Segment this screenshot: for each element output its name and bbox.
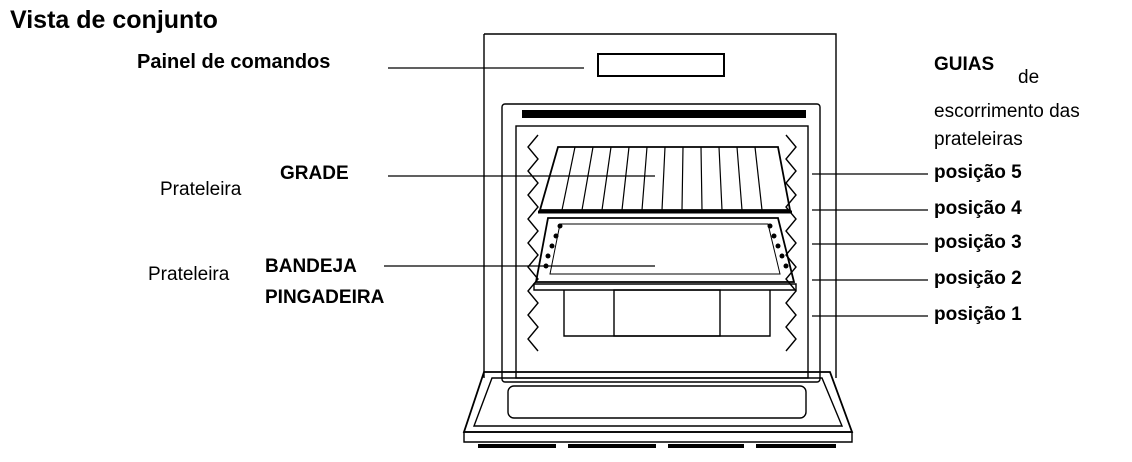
label-bandeja: BANDEJA (265, 256, 357, 277)
label-guias: GUIAS (934, 54, 995, 75)
label-prateleiras: prateleiras (934, 129, 1023, 150)
oven-cavity-frame (501, 103, 821, 383)
bandeja-tray (534, 217, 796, 283)
label-guias-de: de (1018, 67, 1040, 88)
label-posicao-3: posição 3 (934, 232, 1022, 253)
right-side-rails (785, 134, 797, 352)
label-pingadeira: PINGADEIRA (265, 287, 385, 308)
oven-door-inner (472, 377, 844, 427)
oven-door-window (507, 385, 807, 419)
label-posicao-1: posição 1 (934, 304, 1022, 325)
oven-cabinet (483, 33, 837, 378)
back-panel-plate (613, 289, 721, 337)
bandeja-tray-rim (533, 283, 797, 291)
label-posicao-5: posição 5 (934, 162, 1022, 183)
label-prateleira-bandeja-small: Prateleira (148, 264, 230, 285)
grade-rack-wires (561, 146, 763, 211)
leader-lines (384, 67, 928, 317)
label-painel-de-comandos: Painel de comandos (137, 51, 331, 73)
label-posicao-2: posição 2 (934, 268, 1022, 289)
label-prateleira-grade-small: Prateleira (160, 179, 242, 200)
control-panel-display (597, 53, 725, 77)
page-title: Vista de conjunto (10, 6, 218, 34)
oven-door-bottom (463, 431, 853, 443)
oven-cavity (515, 125, 809, 379)
grade-rack-frame (538, 146, 792, 211)
oven-door (462, 371, 854, 433)
label-escorrimento: escorrimento das (934, 101, 1080, 122)
left-side-rails (527, 134, 539, 352)
bandeja-tray-inner (549, 223, 781, 275)
label-grade: GRADE (280, 163, 349, 184)
tray-side-dots (543, 223, 789, 269)
label-posicao-4: posição 4 (934, 198, 1022, 219)
back-panel (563, 290, 771, 337)
top-vent-bar (522, 110, 806, 118)
